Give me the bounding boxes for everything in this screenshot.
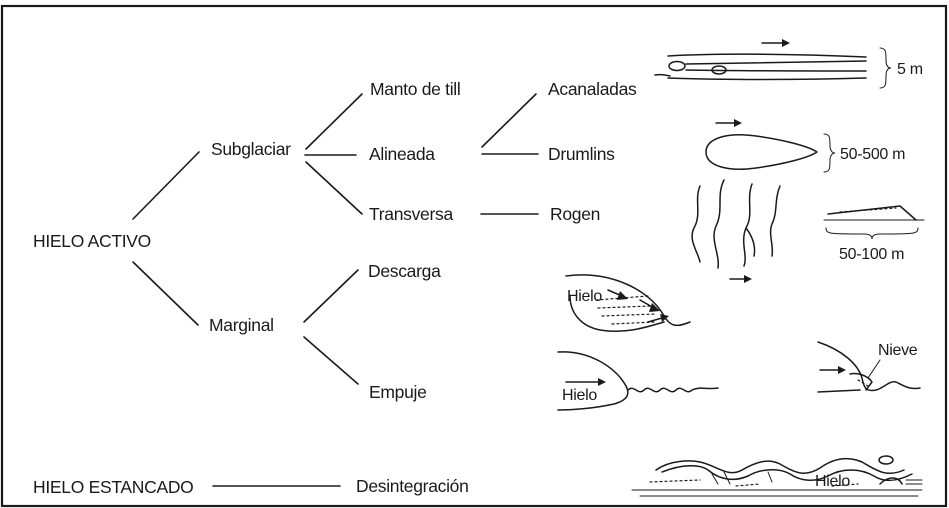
sediment-fill [650,480,700,482]
node-alineada: Alineada [369,144,435,164]
node-acanaladas: Acanaladas [548,79,637,99]
sketch-empuje: Hielo Nieve [558,342,920,410]
node-manto-de-till: Manto de till [370,79,460,99]
node-drumlins: Drumlins [548,144,615,164]
flute-line-upper [686,61,866,64]
drumlin-shape [706,135,817,169]
label-desintegracion-ice: Hielo [815,473,850,490]
sediment-fill [736,484,760,486]
sketch-rogen: 50-100 m [692,180,924,283]
debris-streak [598,306,652,308]
sketch-descarga: Hielo [566,275,690,331]
node-empuje: Empuje [369,382,427,402]
tree-nodes: HIELO ACTIVO Subglaciar Marginal Manto d… [33,79,637,497]
scale-brace-icon [826,228,918,239]
rogen-ridge-branch [746,228,755,256]
flow-arrowhead-icon [598,378,606,386]
sketch-drumlins: 50-500 m [706,119,905,172]
rogen-ridge [744,184,752,266]
edge-hielo-activo-subglaciar [133,152,199,219]
rogen-ridge [771,186,780,256]
edge-subglaciar-transversa [306,162,362,214]
flow-arrowhead-icon [744,275,752,283]
node-desintegracion: Desintegración [356,476,469,496]
node-descarga: Descarga [368,261,441,281]
edge-hielo-activo-marginal [133,262,198,325]
rogen-ridge [692,186,700,262]
scale-brace-icon [880,48,891,88]
node-hielo-estancado: HIELO ESTANCADO [33,477,194,497]
debris-streak [602,314,656,316]
scale-rogen: 50-100 m [839,246,904,263]
node-hielo-activo: HIELO ACTIVO [33,231,151,251]
node-subglaciar: Subglaciar [211,139,291,159]
node-transversa: Transversa [369,204,453,224]
flow-arrow-icon [648,318,662,322]
boulder-icon [669,62,685,71]
label-empuje-ice: Hielo [562,387,597,404]
scale-acanaladas: 5 m [897,61,923,78]
flute-line-lower [686,70,866,71]
label-descarga-ice: Hielo [567,288,602,305]
edge-alineada-acanaladas [482,94,536,147]
sketch-desintegracion: Hielo [632,456,922,496]
ice-base-curve [818,390,860,392]
tree-edges [133,94,538,486]
edge-marginal-empuje [304,337,358,384]
scale-brace-icon [824,134,835,172]
edge-subglaciar-manto [306,94,362,149]
node-marginal: Marginal [209,315,274,335]
scale-drumlins: 50-500 m [840,146,905,163]
flow-arrowhead-icon [782,39,790,47]
flow-arrowhead-icon [617,291,628,300]
flow-arrowhead-icon [734,119,742,127]
node-rogen: Rogen [550,204,600,224]
push-ridge-wave [628,388,718,392]
flow-arrowhead-icon [838,366,846,374]
flute-line-bottom [668,78,866,80]
label-empuje-snow: Nieve [878,342,918,359]
edge-marginal-descarga [304,270,358,322]
sketch-acanaladas: 5 m [655,39,923,88]
rogen-profile [828,206,916,220]
flute-line-top [668,54,866,57]
boulder-icon [879,456,893,464]
diagram-frame [2,6,946,506]
snow-pointer [868,360,880,378]
flute-line-short [655,75,670,76]
rogen-ridge [714,180,724,268]
